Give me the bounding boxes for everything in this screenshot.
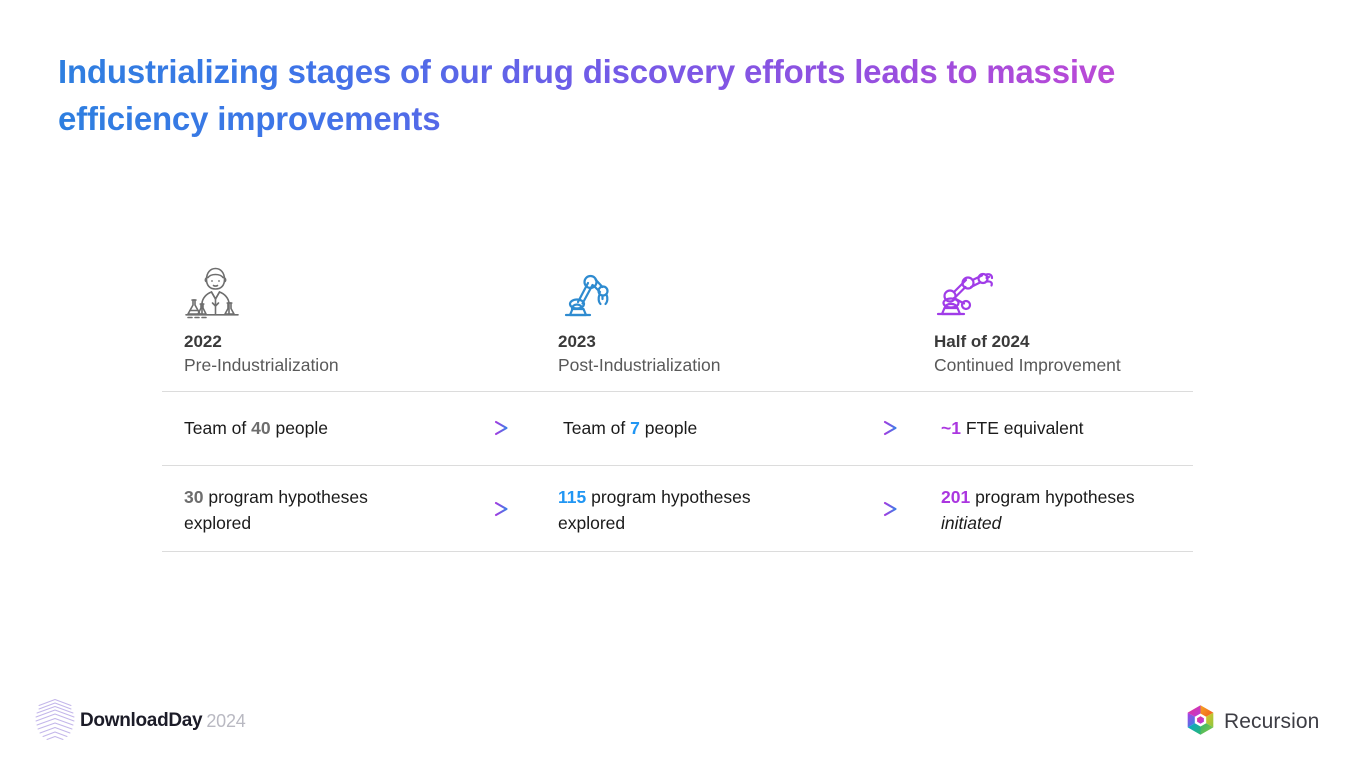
metric-value: 30 <box>184 487 204 507</box>
downloadday-logo: DownloadDay 2024 <box>32 698 246 744</box>
metric-value: 201 <box>941 487 971 507</box>
robot-arm-icon <box>558 262 720 324</box>
arrow-right-icon <box>455 420 512 436</box>
divider <box>162 465 1193 466</box>
metric-suffix: program hypotheses <box>203 487 368 507</box>
metric-prefix: Team of <box>184 418 252 438</box>
metric-suffix: people <box>639 418 698 438</box>
column-year: 2022 <box>184 332 222 351</box>
arrow-right-icon <box>844 501 901 517</box>
metric-suffix: FTE equivalent <box>960 418 1084 438</box>
metric-value: 7 <box>630 418 640 438</box>
metric-value: ~1 <box>941 418 961 438</box>
recursion-logo: Recursion <box>1186 704 1320 741</box>
stacked-layers-icon <box>32 696 78 747</box>
metric-line2: initiated <box>941 513 1002 533</box>
arrow-right-icon <box>455 501 512 517</box>
metric-cell: Team of 7 people <box>563 415 697 441</box>
metric-value: 40 <box>251 418 271 438</box>
column-subtitle: Continued Improvement <box>934 355 1121 375</box>
page-title: Industrializing stages of our drug disco… <box>58 48 1198 142</box>
column-subtitle: Pre-Industrialization <box>184 355 339 375</box>
column-year: 2023 <box>558 332 596 351</box>
divider <box>162 551 1193 552</box>
scientist-icon <box>184 262 339 324</box>
column-subtitle: Post-Industrialization <box>558 355 721 375</box>
metric-suffix: program hypotheses <box>586 487 751 507</box>
column-header-2022: 2022 Pre-Industrialization <box>184 262 339 377</box>
divider <box>162 391 1193 392</box>
metric-cell: ~1 FTE equivalent <box>941 415 1084 441</box>
metric-prefix: Team of <box>563 418 631 438</box>
metric-cell: 115 program hypotheses explored <box>558 484 751 536</box>
metric-value: 115 <box>558 487 587 507</box>
column-year: Half of 2024 <box>934 332 1030 351</box>
metric-cell: Team of 40 people <box>184 415 328 441</box>
recursion-hexagon-icon <box>1186 704 1215 741</box>
downloadday-year: 2024 <box>206 710 246 731</box>
metric-line2: explored <box>184 513 252 533</box>
arrow-right-icon <box>844 420 901 436</box>
metric-line2: explored <box>558 513 626 533</box>
column-header-half-2024: Half of 2024 Continued Improvement <box>934 262 1121 377</box>
metric-cell: 201 program hypotheses initiated <box>941 484 1135 536</box>
downloadday-brand: DownloadDay <box>80 710 203 731</box>
robot-arm-icon <box>934 262 1121 324</box>
metric-suffix: people <box>270 418 329 438</box>
metric-cell: 30 program hypotheses explored <box>184 484 368 536</box>
column-header-2023: 2023 Post-Industrialization <box>558 262 720 377</box>
recursion-brand: Recursion <box>1224 710 1320 733</box>
metric-suffix: program hypotheses <box>970 487 1135 507</box>
